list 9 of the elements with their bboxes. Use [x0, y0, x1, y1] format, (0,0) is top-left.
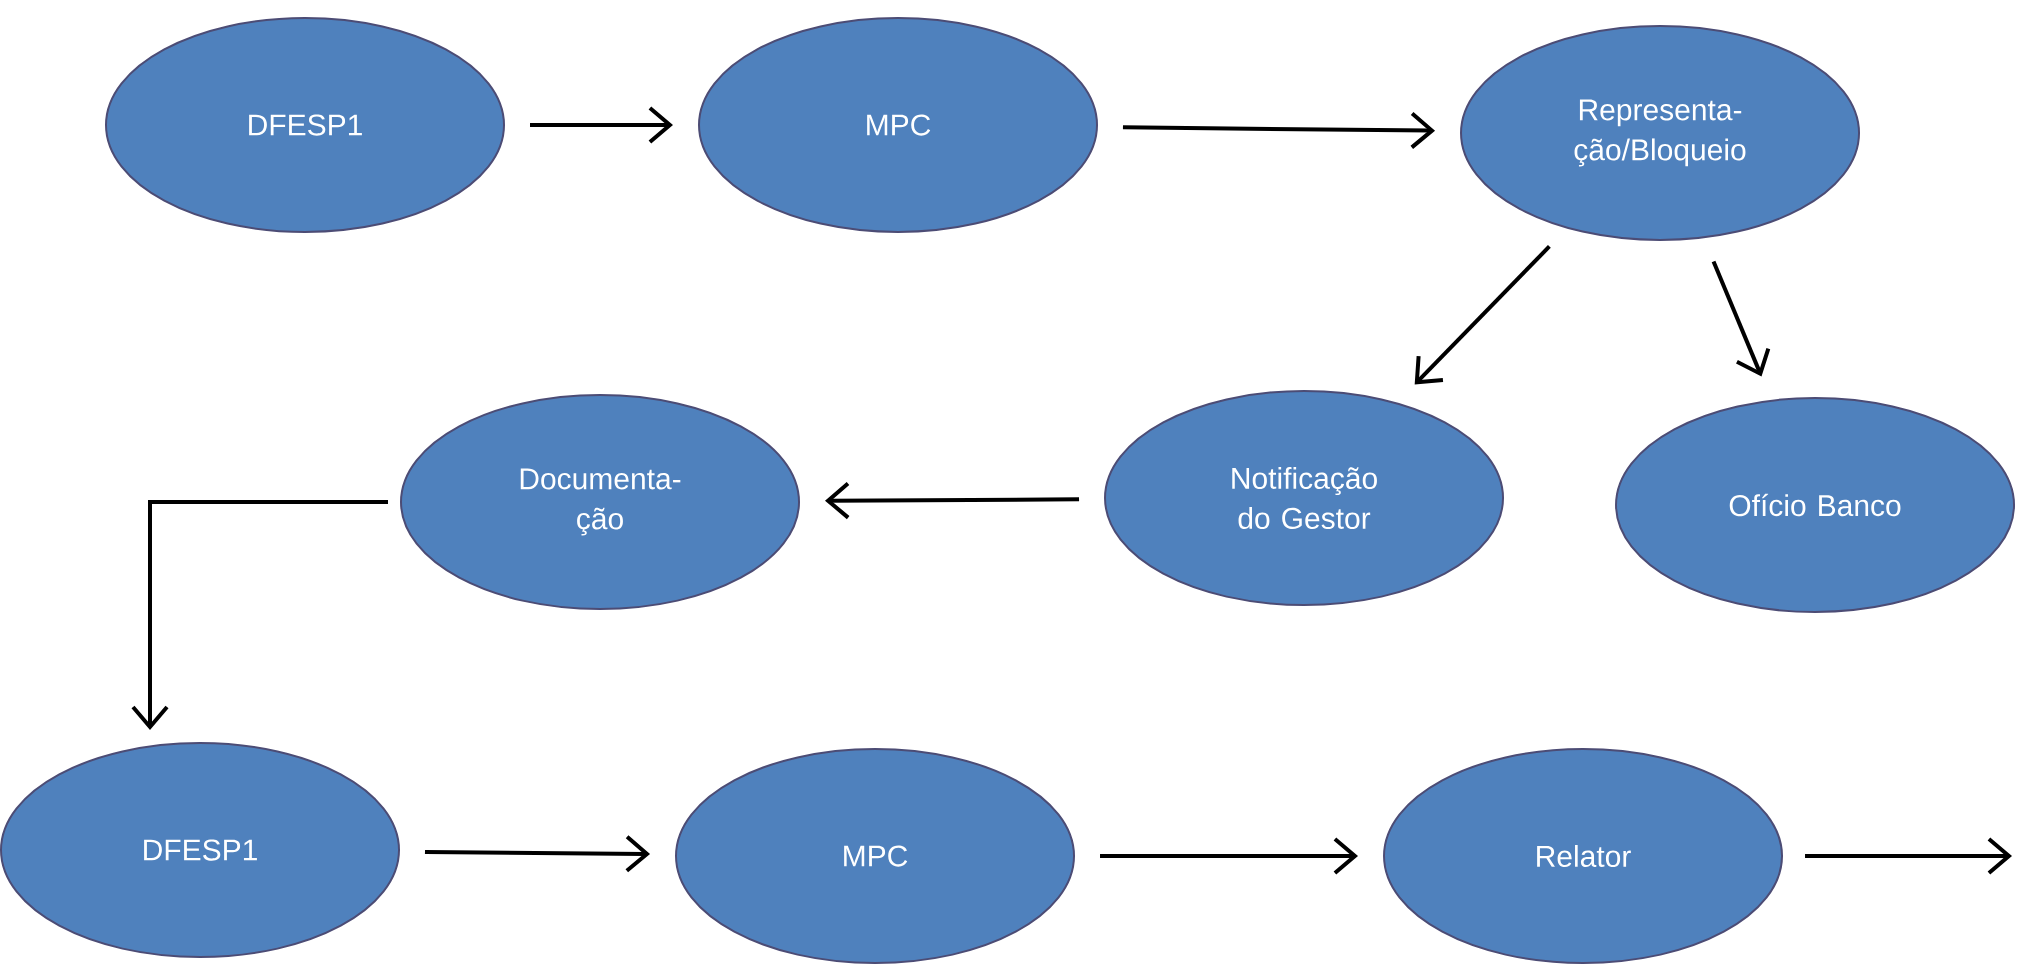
arrow	[1414, 245, 1551, 385]
arrow	[424, 835, 651, 873]
arrow	[1122, 111, 1436, 149]
arrow	[530, 106, 673, 144]
arrow	[1100, 837, 1358, 875]
arrow	[1805, 837, 2013, 875]
arrow	[131, 500, 388, 730]
arrow	[825, 482, 1080, 520]
arrow	[1711, 260, 1771, 377]
